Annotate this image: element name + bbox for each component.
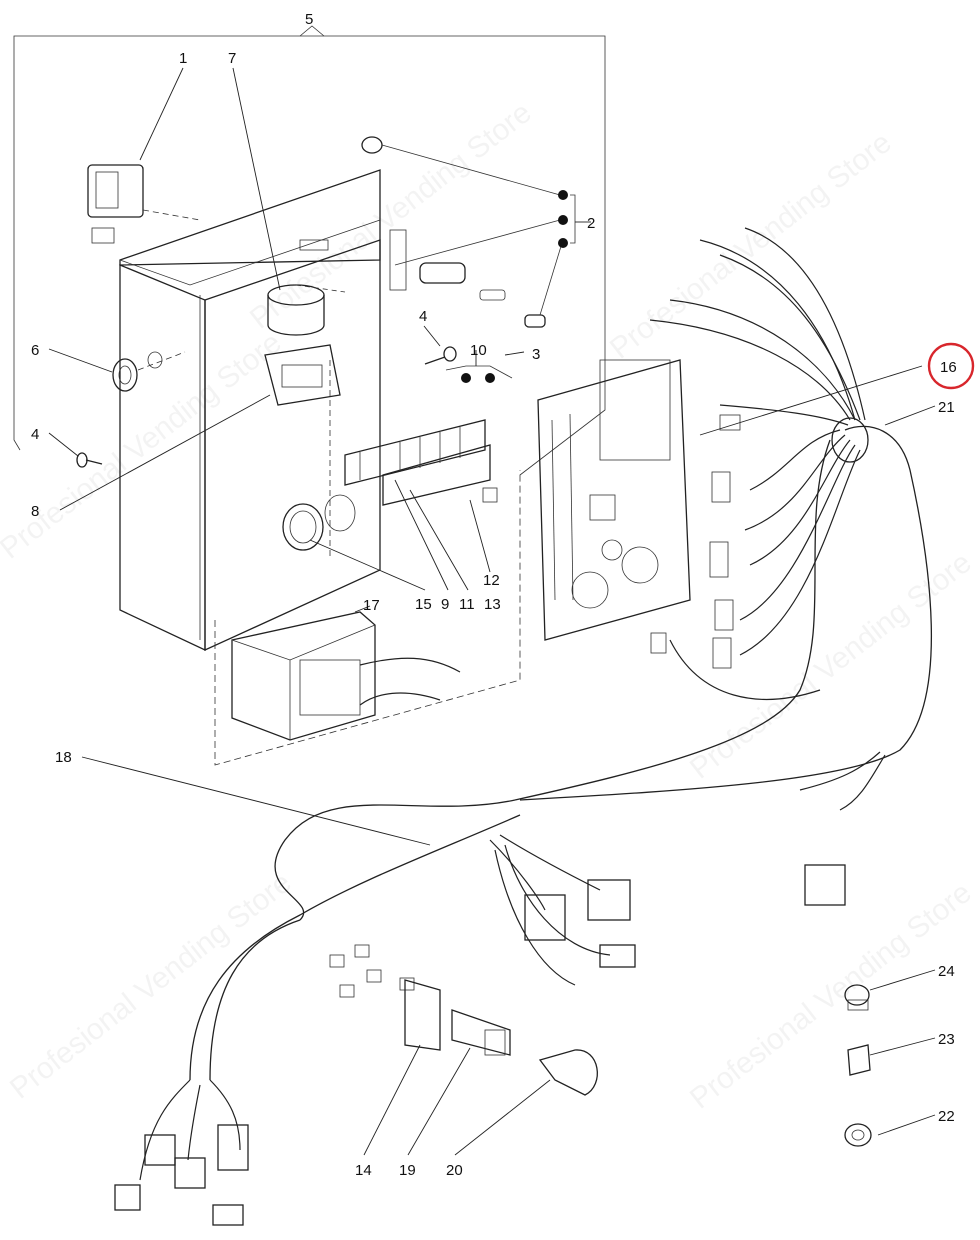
assembly-bracket-5	[13, 25, 606, 476]
callout-23: 23	[938, 1031, 955, 1048]
watermark-text: Profesional Vending Store	[0, 326, 288, 566]
callout-1: 1	[179, 50, 187, 67]
part-24-clip	[844, 984, 870, 1011]
part-4-screw-middle	[424, 346, 457, 365]
watermark-text: Profesional Vending Store	[684, 876, 978, 1116]
callout-3: 3	[532, 346, 540, 363]
watermark-text: Profesional Vending Store	[604, 126, 898, 366]
part-4-screw-left	[76, 452, 103, 468]
part-1-relay	[87, 164, 201, 244]
leader-lines	[48, 67, 936, 1156]
part-17-transformer	[214, 470, 521, 766]
callout-6: 6	[31, 342, 39, 359]
callout-11: 11	[459, 596, 475, 613]
callout-19: 19	[399, 1162, 416, 1179]
callout-4-left: 4	[31, 426, 39, 443]
callout-14: 14	[355, 1162, 372, 1179]
part-8-filter	[264, 344, 341, 406]
callout-22: 22	[938, 1108, 955, 1125]
callout-8: 8	[31, 503, 39, 520]
watermark-text: Profesional Vending Store	[4, 866, 298, 1106]
watermark-text: Profesional Vending Store	[684, 546, 978, 786]
lower-wiring-harness	[114, 799, 636, 1226]
callout-5: 5	[305, 11, 313, 28]
part-2-fuse-holder	[361, 136, 576, 328]
callout-4-top: 4	[419, 308, 427, 325]
callout-15: 15	[415, 596, 432, 613]
callout-20: 20	[446, 1162, 463, 1179]
callout-10: 10	[470, 342, 487, 359]
part-15-ring	[282, 494, 356, 551]
callout-labels: 5 1 7 2 3 4 6 4 8 10 12 15 9 11 13 17 21…	[31, 11, 955, 1179]
callout-7: 7	[228, 50, 236, 67]
callout-17: 17	[363, 597, 380, 614]
part-6-grommet	[112, 351, 186, 392]
callout-21: 21	[938, 399, 955, 416]
highlight-circle	[927, 342, 975, 390]
part-20-connector	[538, 1049, 598, 1096]
part-21-upper-harness	[514, 227, 932, 906]
callout-13: 13	[484, 596, 501, 613]
callout-16: 16	[940, 359, 957, 376]
part-16-control-board	[537, 359, 691, 641]
watermark-text: Profesional Vending Store	[244, 96, 538, 336]
part-22-clip	[844, 1123, 872, 1147]
part-7-capacitor	[267, 284, 346, 336]
callout-9: 9	[441, 596, 449, 613]
callout-18: 18	[55, 749, 72, 766]
part-14-bracket	[404, 979, 441, 1051]
highlighted-callout-16: 16	[927, 342, 975, 390]
terminal-strip-assembly	[344, 365, 513, 506]
part-23-clip	[847, 1044, 871, 1076]
callout-12: 12	[483, 572, 500, 589]
part-19-switch	[451, 1009, 511, 1056]
callout-2: 2	[587, 215, 595, 232]
callout-24: 24	[938, 963, 955, 980]
